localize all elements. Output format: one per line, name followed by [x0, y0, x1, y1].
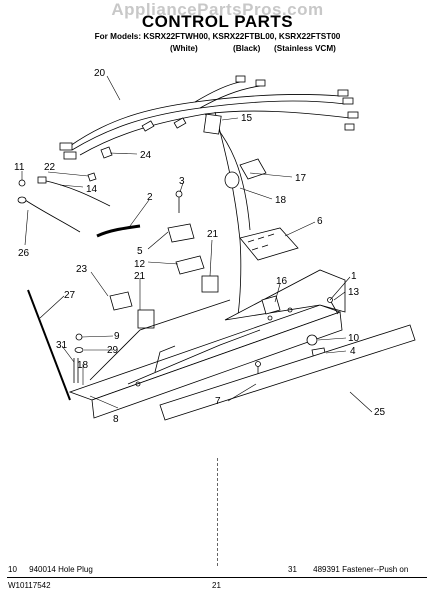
callout-8: 8 — [113, 414, 119, 425]
footer-rule — [7, 577, 427, 578]
callout-6: 6 — [317, 216, 323, 227]
callout-31: 31 — [56, 340, 68, 351]
callout-15: 15 — [241, 113, 253, 124]
callout-18-lower: 18 — [77, 360, 89, 371]
part-22 — [87, 172, 97, 182]
part-5-sensor — [167, 223, 195, 243]
part-12-bracket — [175, 255, 205, 275]
callout-25: 25 — [374, 407, 386, 418]
callout-22: 22 — [44, 162, 56, 173]
wire-harness — [59, 75, 359, 316]
footer-divider — [217, 458, 219, 566]
footer-left-part: 940014 — [29, 565, 56, 574]
exploded-diagram: 20 15 24 11 22 14 17 3 18 2 6 26 21 5 12… — [14, 68, 416, 425]
page-number: 21 — [212, 581, 221, 590]
part-27-rod — [27, 289, 71, 401]
callout-24: 24 — [140, 150, 152, 161]
callout-13: 13 — [348, 287, 360, 298]
footer-right-entry: 31 489391 Fastener--Push on — [288, 565, 408, 574]
callout-5: 5 — [137, 246, 143, 257]
models-line: For Models: KSRX22FTWH00, KSRX22FTBL00, … — [94, 32, 341, 41]
part-26-tube — [21, 197, 81, 233]
part-23-bracket — [109, 291, 133, 311]
callout-21: 21 — [207, 229, 219, 240]
part-11 — [18, 179, 26, 187]
variant-white: (White) — [170, 44, 198, 53]
part-31-fastener — [73, 358, 79, 383]
part-15-plate — [203, 113, 222, 135]
doc-number: W10117542 — [8, 581, 51, 590]
callout-2: 2 — [147, 192, 153, 203]
callout-11: 11 — [14, 162, 25, 173]
callout-27: 27 — [64, 290, 76, 301]
callout-9: 9 — [114, 331, 120, 342]
part-21-label-upper — [201, 275, 219, 293]
part-21-label-lower — [137, 309, 155, 329]
callout-12: 12 — [134, 259, 146, 270]
footer-right-desc: Fastener--Push on — [342, 565, 409, 574]
part-9 — [75, 333, 83, 341]
part-25-trim — [159, 324, 416, 421]
leader-lines — [21, 75, 373, 413]
variant-black: (Black) — [233, 44, 261, 53]
callout-17: 17 — [295, 173, 307, 184]
callout-23: 23 — [76, 264, 88, 275]
part-24-clip — [100, 146, 113, 159]
control-housing — [68, 269, 346, 419]
callout-1: 1 — [351, 271, 357, 282]
footer-left-desc: Hole Plug — [58, 565, 93, 574]
footer-right-part: 489391 — [313, 565, 340, 574]
footer-right-ref: 31 — [288, 565, 297, 574]
callout-3: 3 — [179, 176, 185, 187]
callout-21-lower: 21 — [134, 271, 146, 282]
watermark: AppliancePartsPros.com — [111, 0, 324, 19]
part-29 — [74, 347, 84, 353]
callout-14: 14 — [86, 184, 98, 195]
callout-20: 20 — [94, 68, 106, 79]
callout-29: 29 — [107, 345, 119, 356]
page-title: CONTROL PARTS — [141, 12, 294, 31]
footer-left-entry: 10 940014 Hole Plug — [8, 565, 93, 574]
part-18-socket — [239, 158, 267, 180]
callout-26: 26 — [18, 248, 30, 259]
callout-10: 10 — [348, 333, 360, 344]
part-6-control-board — [239, 227, 299, 261]
part-10-hole-plug — [306, 334, 318, 346]
part-17-bulb — [224, 171, 240, 189]
callout-18: 18 — [275, 195, 287, 206]
callout-16: 16 — [276, 276, 288, 287]
variant-stainless: (Stainless VCM) — [274, 44, 336, 53]
callout-labels: 20 15 24 11 22 14 17 3 18 2 6 26 21 5 12… — [14, 68, 386, 425]
part-2-tube — [96, 224, 141, 238]
footer-left-ref: 10 — [8, 565, 17, 574]
callout-4: 4 — [350, 346, 356, 357]
callout-7: 7 — [215, 396, 221, 407]
part-14-wire — [41, 179, 111, 207]
